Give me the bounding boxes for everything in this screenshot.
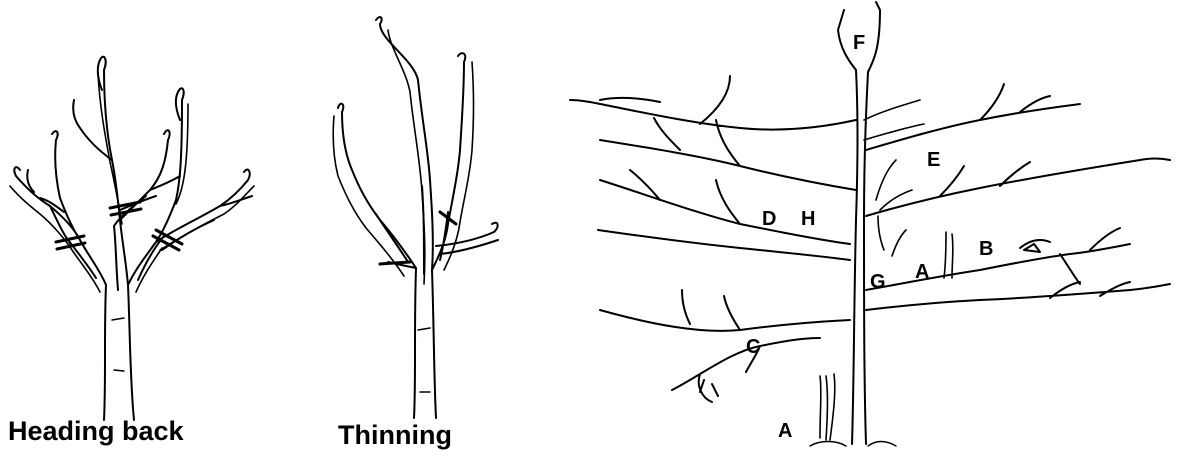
label-h: H xyxy=(801,208,815,230)
central-leader-trunk xyxy=(852,70,868,444)
heading-back-caption: Heading back xyxy=(8,418,184,445)
label-e: E xyxy=(927,149,940,171)
label-a-lower: A xyxy=(778,420,792,442)
right-scaffold-branches xyxy=(866,84,1170,310)
central-leader-tree xyxy=(570,2,1170,446)
pruning-letter-labels: F E D H B G A C A xyxy=(746,32,993,442)
label-g: G xyxy=(870,271,886,293)
thinning-branches xyxy=(338,17,498,274)
label-a-upper: A xyxy=(915,261,929,283)
label-b: B xyxy=(979,238,993,260)
heading-back-trunk xyxy=(104,285,134,420)
label-f: F xyxy=(853,32,865,54)
thinning-trunk xyxy=(414,268,436,418)
heading-back-tree xyxy=(10,57,254,420)
heading-back-branches xyxy=(14,57,252,290)
label-c: C xyxy=(746,336,760,358)
thinning-tree xyxy=(333,17,498,418)
label-d: D xyxy=(762,208,776,230)
thinning-caption: Thinning xyxy=(338,422,452,449)
left-scaffold-branches xyxy=(570,76,856,402)
